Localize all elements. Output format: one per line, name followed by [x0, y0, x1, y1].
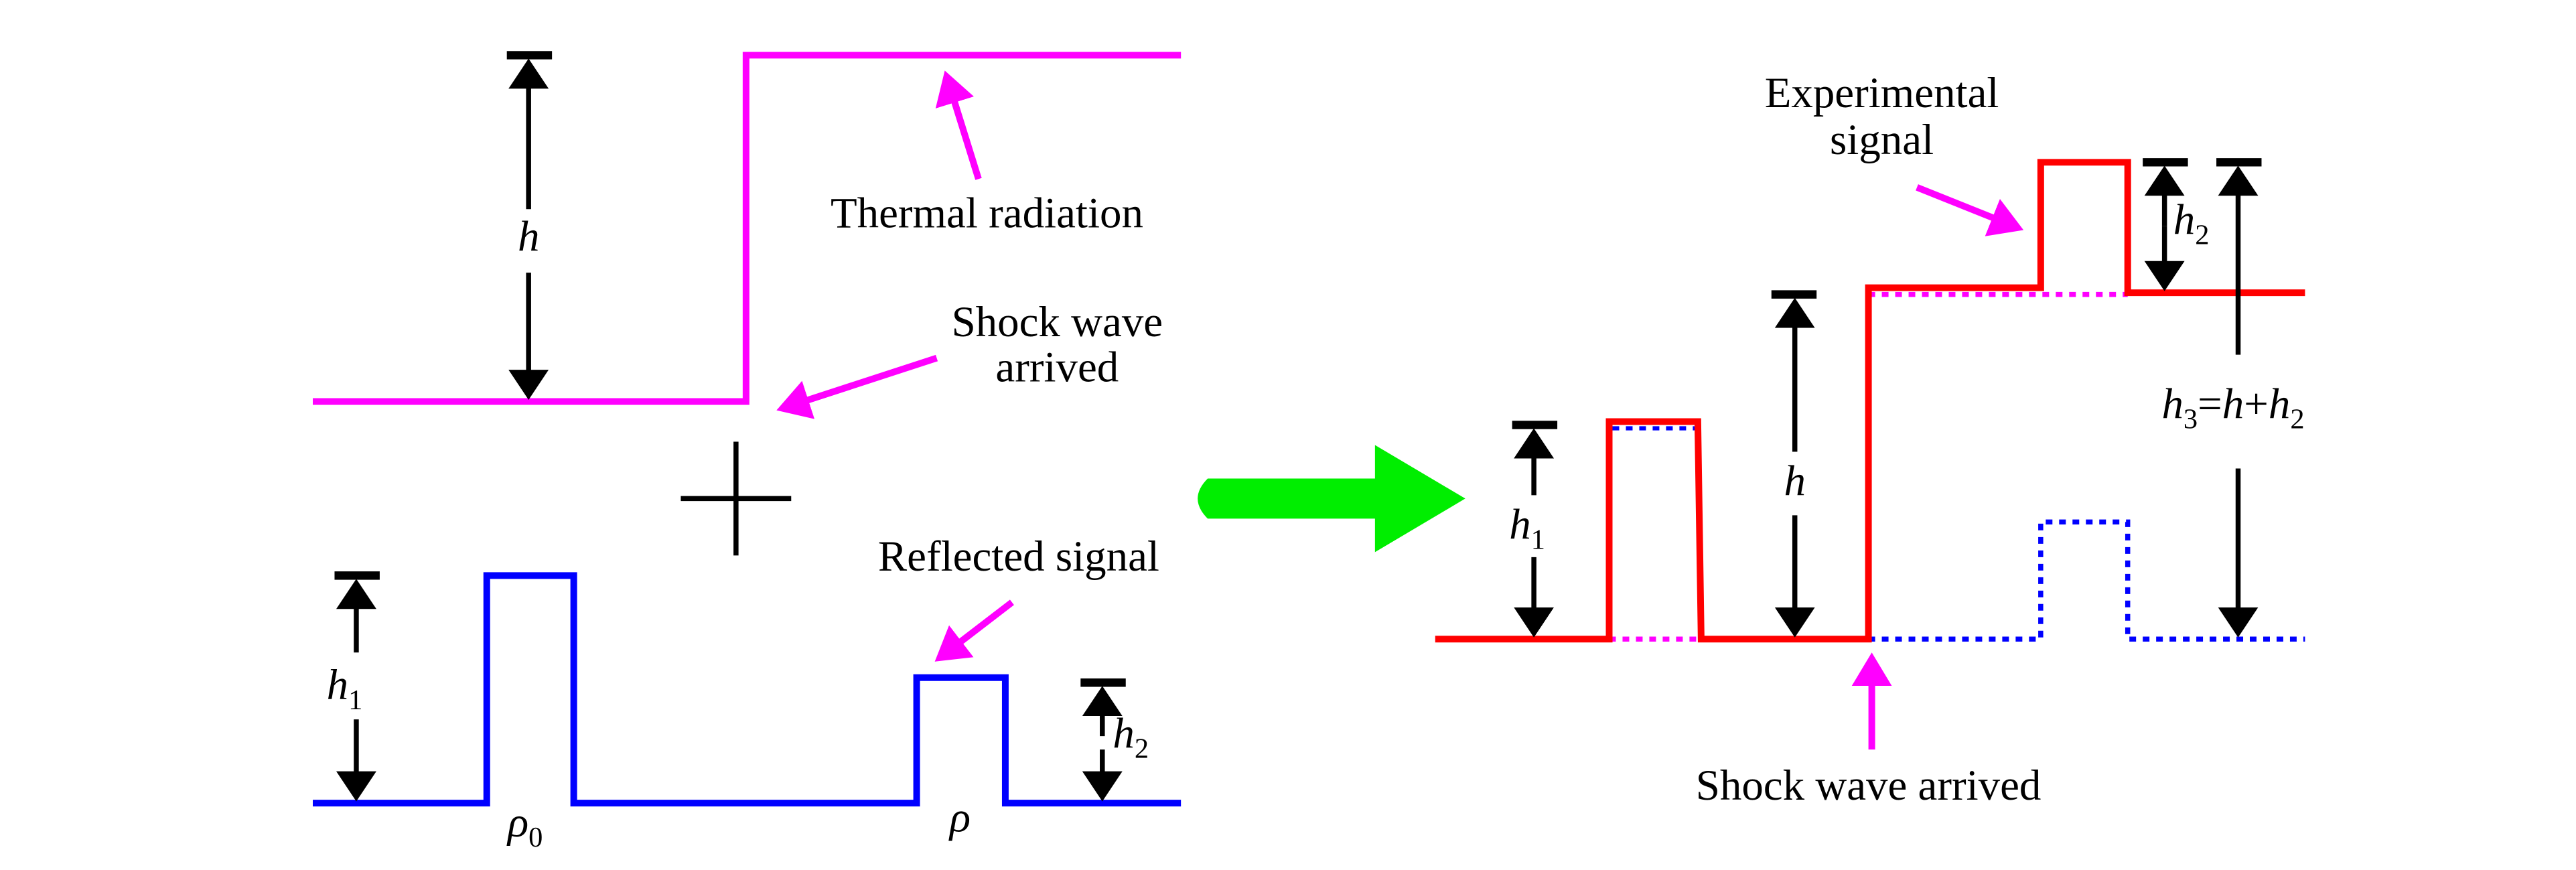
annotation-arrow [934, 599, 1014, 662]
reflected-signal-label: Reflected signal [878, 532, 1159, 581]
h2-label: h2 [2173, 196, 2210, 251]
shock-wave-label-line2: arrived [995, 344, 1119, 392]
thermal-height-dimension: h [506, 51, 553, 401]
component-dotted-lines [1609, 291, 2305, 642]
blue-dashed-reflected [1868, 519, 2305, 642]
h2-dimension-left: h2 [1080, 678, 1149, 802]
thermal-radiation-curve [313, 52, 1182, 405]
experimental-signal-line [1435, 159, 2305, 643]
reflected-pulse-line [313, 572, 1182, 807]
thermal-radiation-annotation: Thermal radiation [831, 70, 1143, 238]
rho0-label: ρ0 [506, 798, 543, 853]
experimental-label-line1: Experimental [1765, 69, 1999, 117]
shock-wave-annotation-right: Shock wave arrived [1696, 652, 2042, 810]
reflected-signal-curve [313, 572, 1182, 807]
h3-dimension-right: h3=h+h2 [2161, 158, 2305, 638]
combine-arrow-icon [1198, 445, 1465, 553]
h1-label: h1 [1509, 500, 1545, 555]
shock-wave-label-line1: Shock wave [952, 298, 1163, 346]
h2-label: h2 [1113, 710, 1149, 765]
h1-dimension-left: h1 [327, 571, 380, 802]
shock-wave-annotation-left: Shock wave arrived [776, 298, 1163, 419]
reflected-signal-annotation: Reflected signal [878, 532, 1159, 662]
plus-operator [681, 441, 792, 556]
h-dimension-right: h [1771, 290, 1817, 638]
h1-label: h1 [327, 661, 363, 716]
annotation-arrow [776, 354, 938, 419]
h-label: h [1784, 457, 1805, 505]
thermal-radiation-label: Thermal radiation [831, 190, 1143, 238]
h1-dimension-right: h1 [1509, 421, 1558, 638]
shock-wave-arrived-label: Shock wave arrived [1696, 762, 2042, 810]
h3-equation-label: h3=h+h2 [2161, 380, 2304, 435]
rho-label: ρ [948, 794, 971, 842]
annotation-arrow [935, 70, 982, 180]
height-label-h: h [518, 213, 539, 261]
h2-dimension-right: h2 [2143, 158, 2210, 291]
thermal-step-line [313, 52, 1182, 405]
annotation-arrow [1916, 184, 2024, 236]
experimental-signal-annotation: Experimental signal [1765, 69, 2024, 236]
experimental-label-line2: signal [1830, 116, 1934, 164]
